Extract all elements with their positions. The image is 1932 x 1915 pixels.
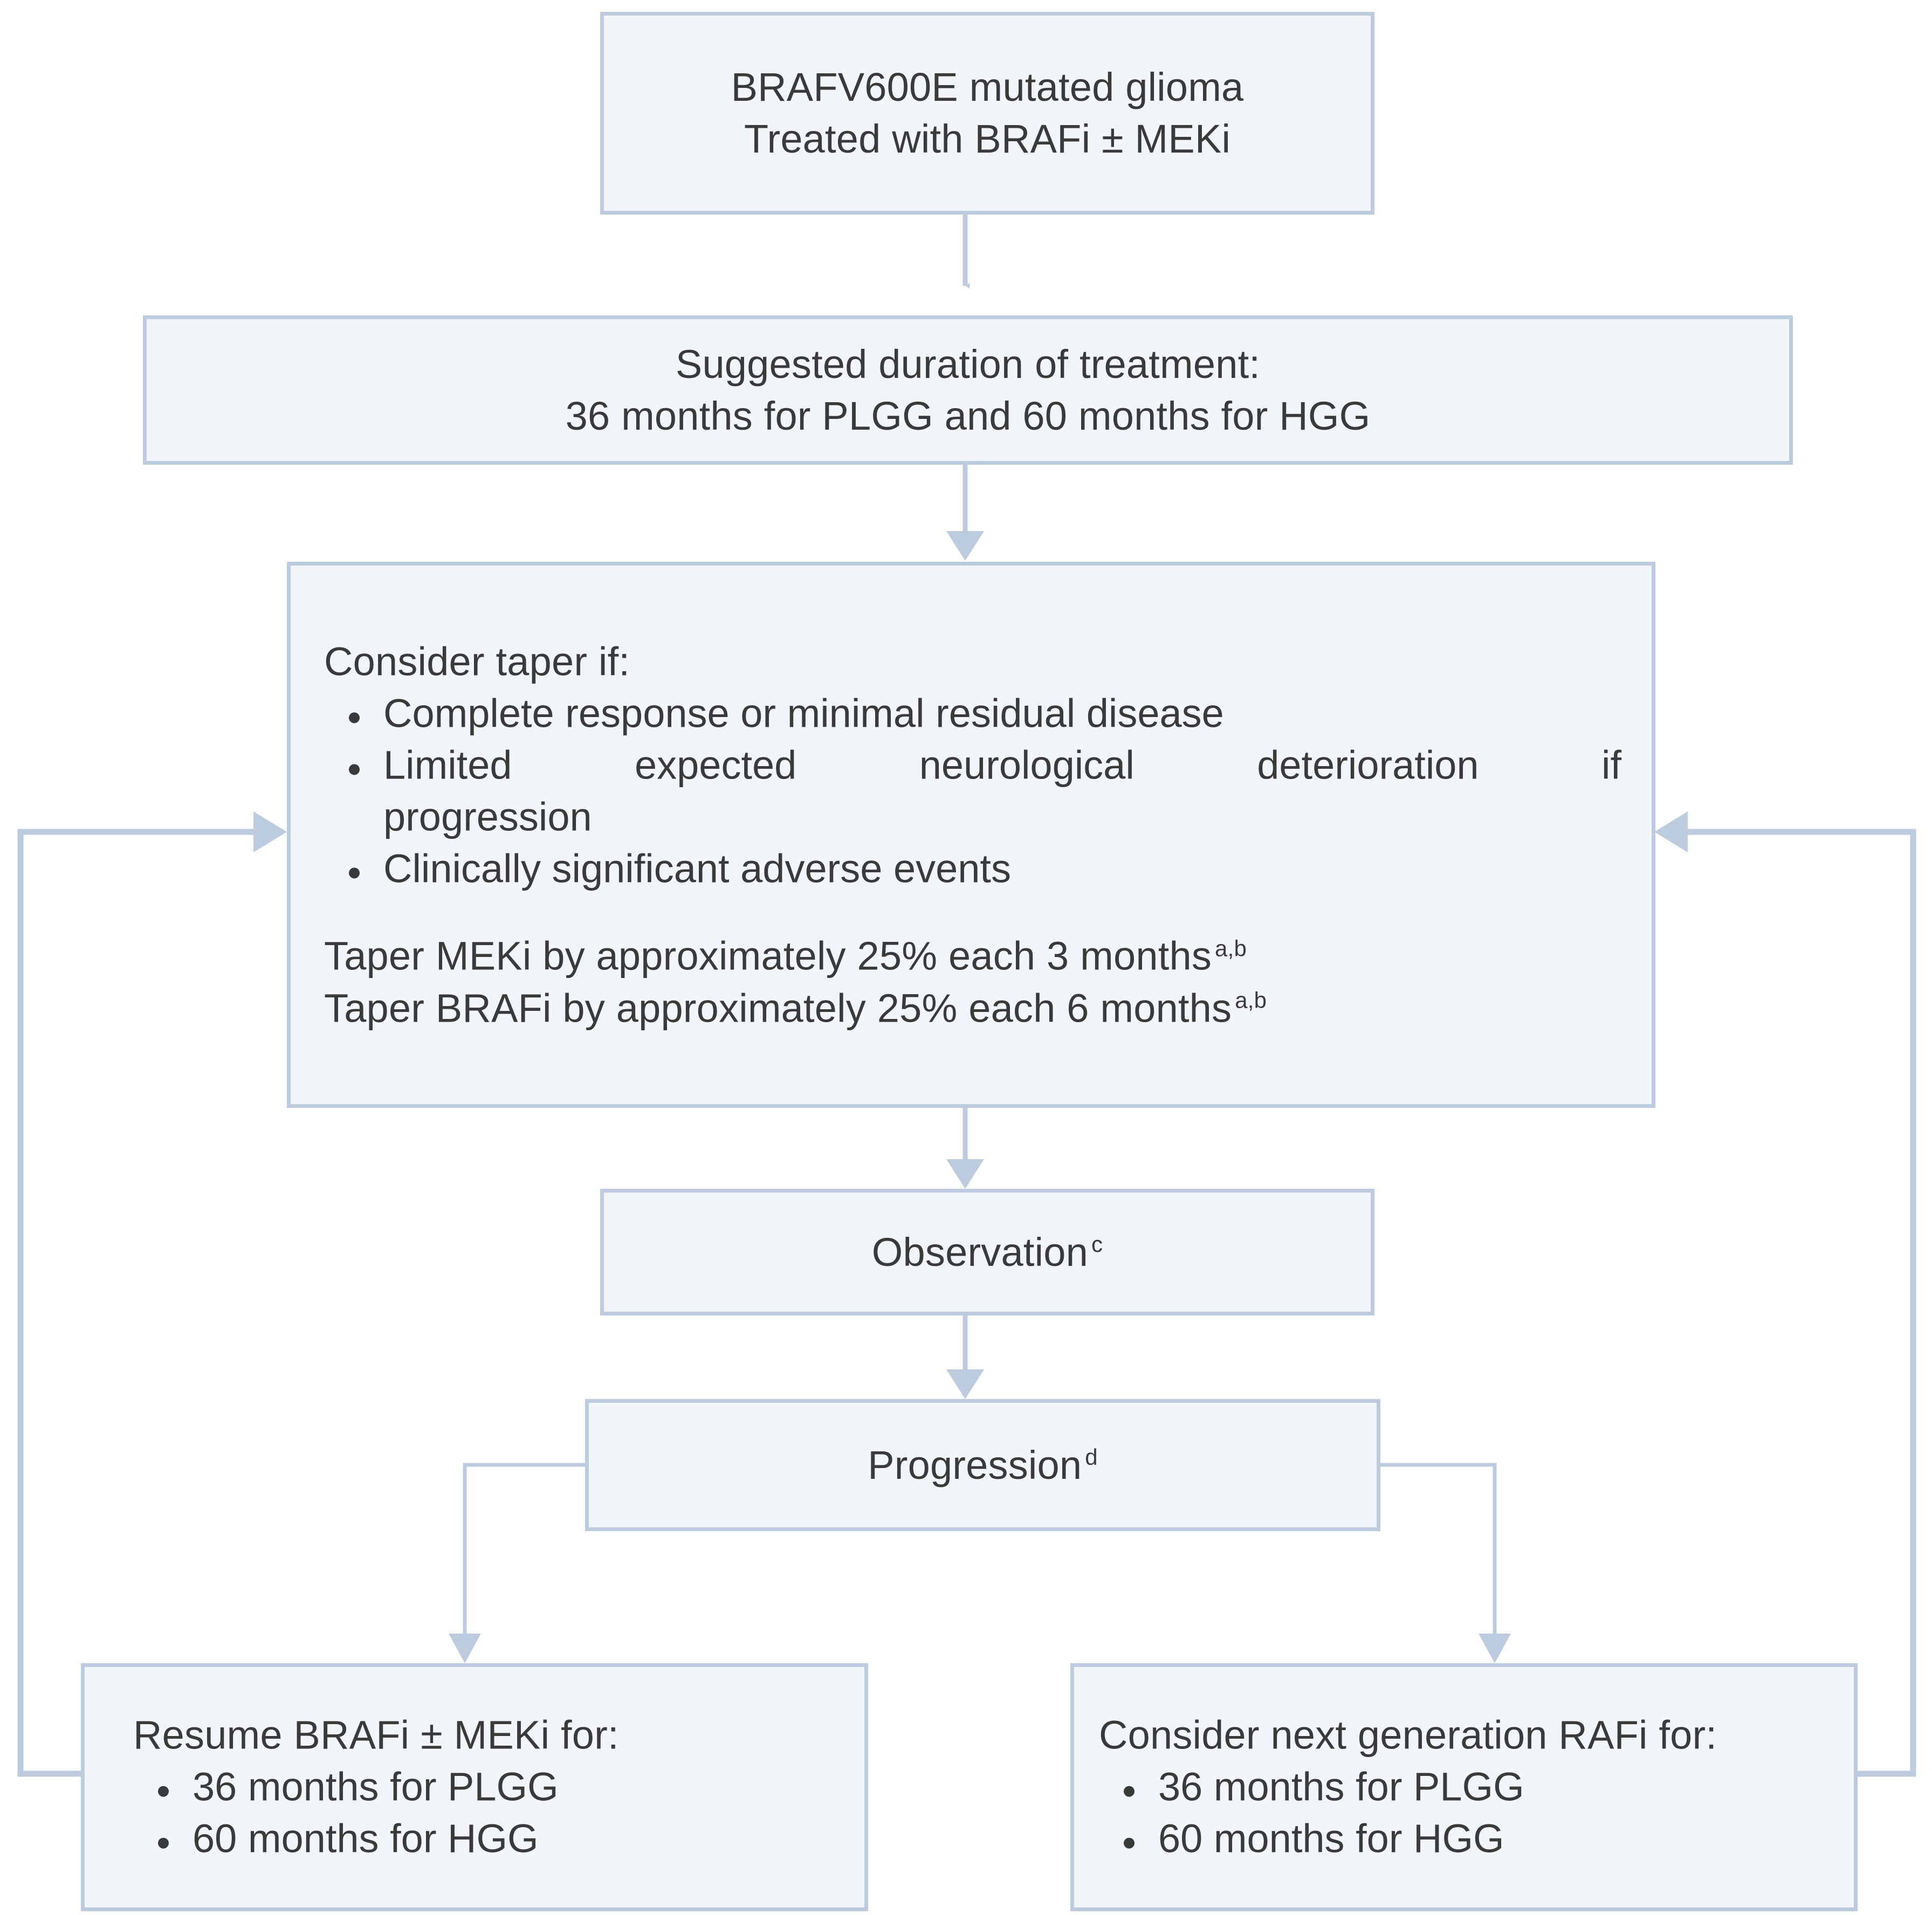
node-next-gen[interactable]: Consider next generation RAFi for: 36 mo… xyxy=(1070,1663,1858,1911)
node-next-gen-heading: Consider next generation RAFi for: xyxy=(1099,1712,1717,1758)
node-start-line-1: BRAFV600E mutated glioma xyxy=(731,64,1244,109)
node-duration-line-2: 36 months for PLGG and 60 months for HGG xyxy=(565,393,1371,438)
node-taper-heading: Consider taper if: xyxy=(324,638,630,684)
node-taper-bullet-1: Complete response or minimal residual di… xyxy=(324,687,1621,739)
edge-next-gen-to-taper xyxy=(1654,811,1916,1777)
node-observation-label: Observation xyxy=(871,1229,1088,1275)
edge-observation-to-progression xyxy=(946,1315,984,1399)
node-progression-label: Progression xyxy=(868,1442,1082,1487)
node-taper-bullet-2-line-2: progression xyxy=(383,794,592,839)
node-next-gen-bullet-list: 36 months for PLGG 60 months for HGG xyxy=(1099,1761,1838,1865)
node-taper-brafi-text: Taper BRAFi by approximately 25% each 6 … xyxy=(324,985,1232,1030)
node-resume-heading: Resume BRAFi ± MEKi for: xyxy=(133,1712,619,1758)
node-taper-spacer xyxy=(324,895,1621,931)
node-taper-meki-line: Taper MEKi by approximately 25% each 3 m… xyxy=(324,931,1621,982)
node-start-text: BRAFV600E mutated glioma Treated with BR… xyxy=(604,61,1371,165)
node-next-gen-text: Consider next generation RAFi for: 36 mo… xyxy=(1074,1710,1854,1865)
edge-progression-to-next-gen xyxy=(1380,1463,1511,1663)
node-resume-bullet-list: 36 months for PLGG 60 months for HGG xyxy=(133,1761,843,1865)
node-taper-brafi-line: Taper BRAFi by approximately 25% each 6 … xyxy=(324,982,1621,1034)
edge-resume-to-taper xyxy=(17,811,287,1777)
node-next-gen-bullet-1: 36 months for PLGG xyxy=(1099,1761,1838,1813)
node-taper-brafi-footnote: a,b xyxy=(1235,987,1267,1013)
node-taper-bullet-2: Limited expected neurological deteriorat… xyxy=(324,739,1621,843)
node-progression-footnote: d xyxy=(1085,1444,1098,1470)
node-resume[interactable]: Resume BRAFi ± MEKi for: 36 months for P… xyxy=(81,1663,868,1911)
node-taper-bullet-2-line-1: Limited expected neurological deteriorat… xyxy=(383,742,1621,788)
node-taper-bullet-3: Clinically significant adverse events xyxy=(324,843,1621,895)
node-taper-meki-text: Taper MEKi by approximately 25% each 3 m… xyxy=(324,933,1212,979)
node-start-line-2: Treated with BRAFi ± MEKi xyxy=(744,116,1231,161)
node-taper[interactable]: Consider taper if: Complete response or … xyxy=(287,562,1655,1108)
node-duration[interactable]: Suggested duration of treatment: 36 mont… xyxy=(143,315,1793,465)
node-resume-text: Resume BRAFi ± MEKi for: 36 months for P… xyxy=(85,1710,864,1865)
edge-progression-to-resume xyxy=(449,1463,585,1663)
node-taper-meki-footnote: a,b xyxy=(1215,935,1247,961)
node-next-gen-bullet-2: 60 months for HGG xyxy=(1099,1813,1838,1865)
node-taper-bullet-list: Complete response or minimal residual di… xyxy=(324,687,1621,895)
node-duration-line-1: Suggested duration of treatment: xyxy=(675,341,1261,387)
edge-taper-to-observation xyxy=(946,1108,984,1189)
node-duration-text: Suggested duration of treatment: 36 mont… xyxy=(147,338,1789,442)
node-resume-bullet-1: 36 months for PLGG xyxy=(133,1761,843,1813)
node-observation-footnote: c xyxy=(1091,1231,1103,1257)
node-start[interactable]: BRAFV600E mutated glioma Treated with BR… xyxy=(600,12,1374,215)
node-taper-text: Consider taper if: Complete response or … xyxy=(291,636,1652,1034)
edge-duration-to-taper xyxy=(946,465,984,561)
node-resume-bullet-2: 60 months for HGG xyxy=(133,1813,843,1865)
